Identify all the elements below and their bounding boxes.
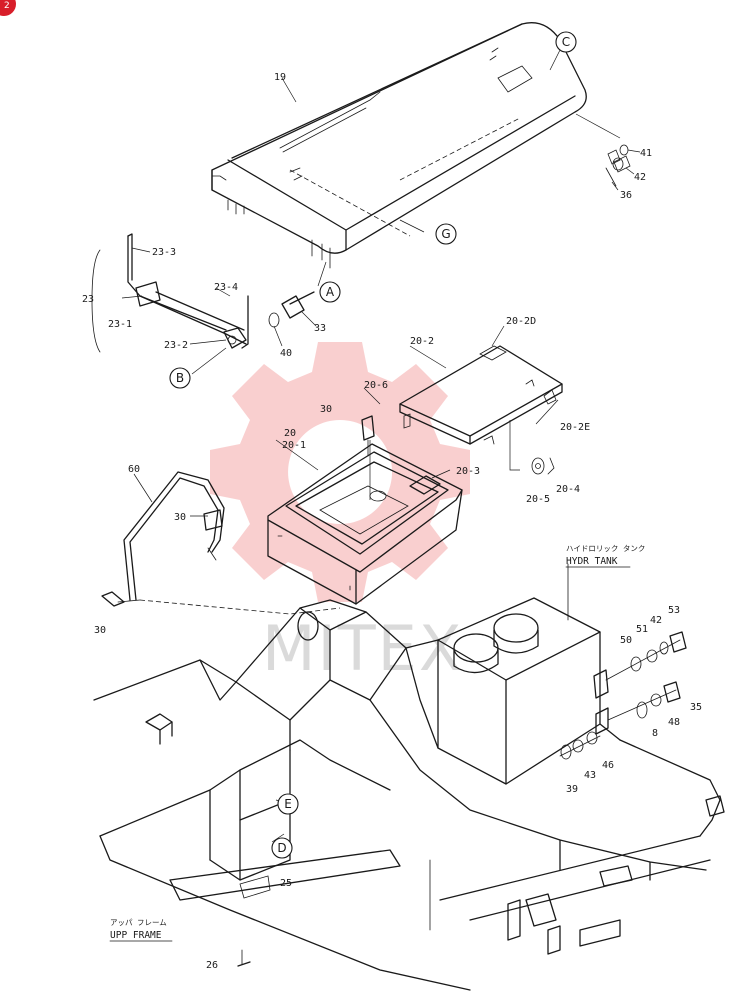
label-60: 60 (128, 464, 140, 475)
label-20-3: 20-3 (456, 466, 480, 477)
label-36: 36 (620, 190, 632, 201)
label-20-2d: 20-2D (506, 316, 536, 327)
svg-text:UPP FRAME: UPP FRAME (110, 930, 162, 941)
svg-text:ハイドロリック タンク: ハイドロリック タンク (566, 544, 645, 553)
hydraulic-tank (437, 563, 609, 785)
svg-text:E: E (284, 797, 292, 811)
label-20: 20 (284, 428, 296, 439)
label-53: 53 (668, 605, 680, 616)
label-51: 51 (636, 624, 648, 635)
label-43: 43 (584, 770, 596, 781)
battery-box-20 (267, 440, 463, 605)
label-39: 39 (566, 784, 578, 795)
label-20-2e: 20-2E (560, 422, 590, 433)
label-20-5: 20-5 (526, 494, 550, 505)
svg-text:G: G (441, 227, 450, 241)
bolt-30-left (101, 591, 341, 615)
leader-lines (121, 45, 563, 843)
svg-text:アッパ フレーム: アッパ フレーム (110, 918, 167, 927)
label-23: 23 (82, 294, 94, 305)
label-25: 25 (280, 878, 292, 889)
svg-text:HYDR TANK: HYDR TANK (566, 556, 618, 567)
label-48: 48 (668, 717, 680, 728)
label-30-top: 30 (320, 404, 332, 415)
label-26: 26 (206, 960, 218, 971)
label-23-2: 23-2 (164, 340, 188, 351)
callout-a: A (319, 281, 341, 303)
label-20-6: 20-6 (364, 380, 388, 391)
label-35: 35 (690, 702, 702, 713)
upp-frame-caption: アッパ フレーム UPP FRAME (109, 918, 173, 942)
upper-frame (93, 599, 725, 991)
svg-text:C: C (562, 35, 570, 49)
label-20-1: 20-1 (282, 440, 306, 451)
bolt-set-right (575, 113, 641, 191)
fasteners-right (559, 631, 687, 760)
label-42a: 42 (634, 172, 646, 183)
watermark-text: MITEX (262, 612, 463, 685)
bolt-33-washer-40 (268, 291, 317, 347)
callout-b: B (169, 367, 191, 389)
cover-panel (211, 22, 587, 269)
label-20-2: 20-2 (410, 336, 434, 347)
corner-badge: 2 (0, 0, 16, 16)
svg-text:D: D (277, 841, 286, 855)
svg-text:B: B (176, 371, 184, 385)
callout-c: C (555, 31, 577, 53)
callout-g: G (435, 223, 457, 245)
label-30-mid: 30 (174, 512, 186, 523)
hold-down-rod-60 (123, 471, 225, 601)
callout-e: E (277, 793, 299, 815)
bolt-30-top (361, 415, 375, 457)
svg-text:A: A (326, 285, 335, 299)
fasteners-20-4-20-5 (531, 457, 555, 475)
label-23-4: 23-4 (214, 282, 238, 293)
label-41: 41 (640, 148, 652, 159)
battery-lid-20-2 (399, 345, 563, 471)
label-33: 33 (314, 323, 326, 334)
label-19: 19 (274, 72, 286, 83)
label-20-4: 20-4 (556, 484, 580, 495)
label-23-3: 23-3 (152, 247, 176, 258)
label-42b: 42 (650, 615, 662, 626)
label-40: 40 (280, 348, 292, 359)
label-50: 50 (620, 635, 632, 646)
label-46: 46 (602, 760, 614, 771)
label-23-1: 23-1 (108, 319, 132, 330)
hydr-tank-caption: ハイドロリック タンク HYDR TANK (565, 544, 645, 568)
watermark-gear-icon (210, 342, 470, 602)
callout-d: D (271, 837, 293, 859)
label-8: 8 (652, 728, 658, 739)
svg-text:2: 2 (4, 1, 10, 11)
label-30-left: 30 (94, 625, 106, 636)
